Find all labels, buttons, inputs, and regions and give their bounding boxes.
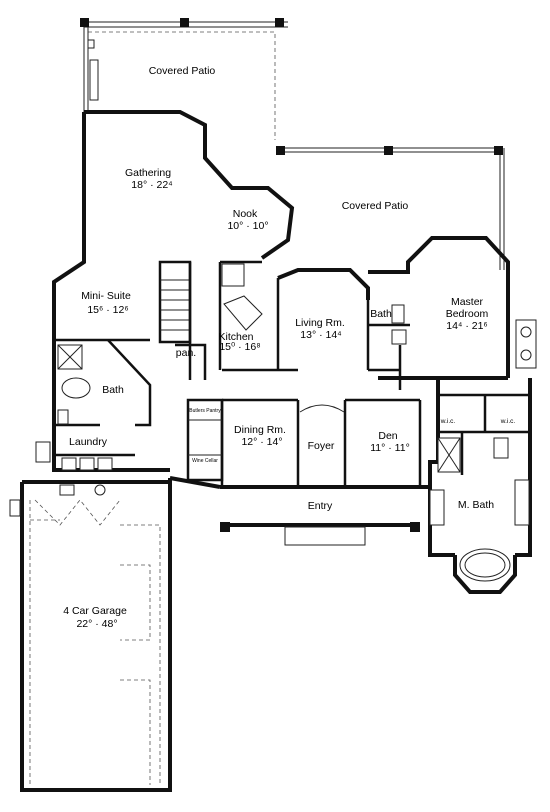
washer (61, 457, 77, 471)
wic-left-label: w.i.c. (440, 418, 456, 425)
dryer (79, 457, 95, 471)
nook-dims: 10° · 10° (227, 220, 268, 232)
nook-label: Nook (233, 208, 258, 220)
bath-left-label: Bath (102, 384, 124, 396)
vanity-mbath-left (429, 489, 445, 526)
foyer-label: Foyer (308, 440, 335, 452)
covered-patio-top-area (80, 18, 288, 140)
interior-walls (54, 260, 530, 582)
m-bath-label: M. Bath (458, 499, 494, 511)
covered-patio-right-area (276, 146, 505, 270)
post (220, 522, 230, 532)
wic-right-label: w.i.c. (500, 418, 516, 425)
gathering-label: Gathering (125, 167, 171, 179)
kitchen-island (223, 295, 263, 331)
vanity-mbath (514, 479, 530, 526)
entry-label: Entry (308, 500, 333, 512)
laundry-label: Laundry (69, 436, 108, 448)
room-labels: Covered Patio Covered Patio Gathering 18… (63, 65, 515, 630)
toilet-left (57, 409, 69, 425)
kitchen-counter (221, 263, 245, 287)
master-dims: 14⁴ · 21⁶ (446, 320, 488, 332)
post (384, 146, 393, 155)
covered-patio-top-label: Covered Patio (149, 65, 216, 77)
kitchen-label: Kitchen (218, 331, 253, 343)
bath-mid-label: Bath (370, 308, 392, 320)
dining-label: Dining Rm. (234, 424, 286, 436)
mini-suite-dims: 15⁶ · 12⁶ (87, 304, 128, 316)
den-dims: 11° · 11° (370, 442, 410, 454)
pantry-label: pan. (176, 347, 196, 359)
post (494, 146, 503, 155)
wine-cellar-label: Wine Cellar (192, 458, 218, 464)
dining-dims: 12° · 14° (241, 436, 282, 448)
den-label: Den (378, 430, 397, 442)
utility-circle (94, 484, 106, 496)
water-heater (59, 484, 75, 496)
post (275, 18, 284, 27)
post (276, 146, 285, 155)
garage-markings (9, 484, 161, 785)
post (80, 18, 89, 27)
toilet (391, 329, 407, 345)
post (410, 522, 420, 532)
ac-unit (35, 441, 51, 463)
outdoor-counter (89, 59, 99, 101)
garage-dims: 22° · 48° (76, 618, 117, 630)
grill-fixture (87, 39, 95, 49)
garage-label: 4 Car Garage (63, 605, 127, 617)
vanity (391, 304, 405, 324)
garage-door-fixture (9, 499, 21, 517)
gathering-dims: 18° · 22⁴ (131, 179, 172, 191)
toilet-mbath (493, 437, 509, 459)
living-label: Living Rm. (295, 317, 345, 329)
master-label-2: Bedroom (446, 308, 489, 320)
living-dims: 13° · 14⁴ (300, 329, 341, 341)
bathtub-left (61, 377, 91, 399)
post (180, 18, 189, 27)
covered-patio-right-label: Covered Patio (342, 200, 409, 212)
sink-laundry (97, 457, 113, 471)
mini-suite-label: Mini- Suite (81, 290, 131, 302)
kitchen-dims: 15⁰ · 16⁸ (219, 341, 260, 353)
butler-pantry-label: Butlers Pantry (189, 408, 221, 414)
master-label: Master (451, 296, 484, 308)
